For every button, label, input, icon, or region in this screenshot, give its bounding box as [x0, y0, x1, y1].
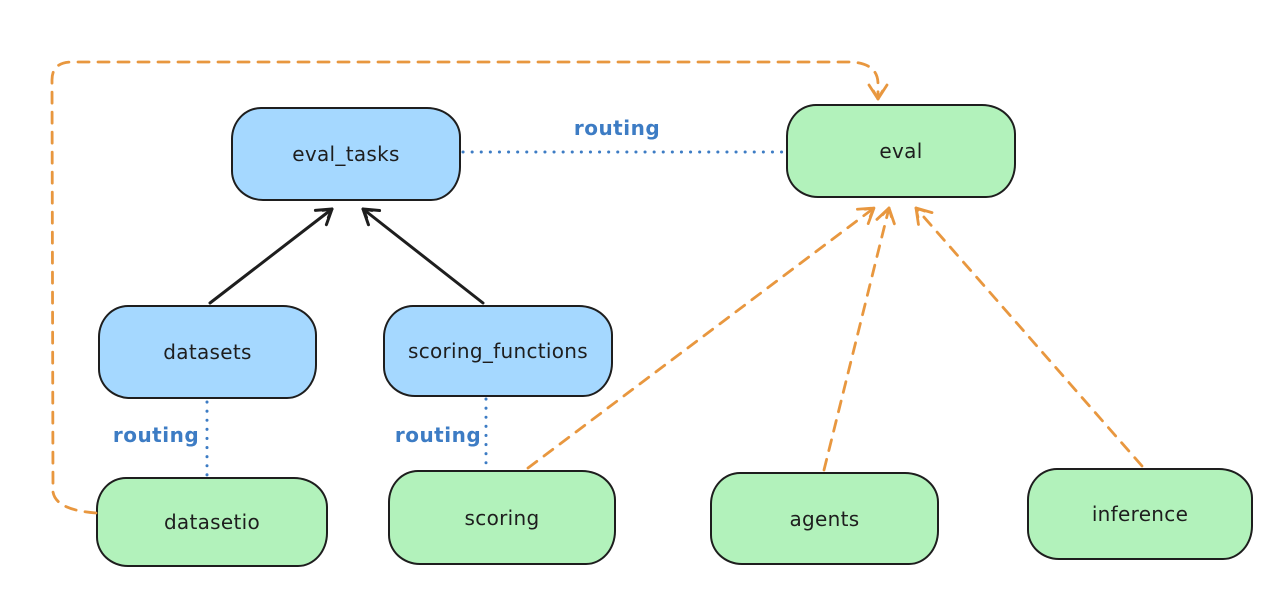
routing-label-eval-tasks-eval: routing — [573, 116, 661, 140]
edge-scoring-functions-to-eval-tasks — [361, 207, 485, 305]
node-agents: agents — [710, 472, 939, 565]
node-eval-tasks-label: eval_tasks — [292, 142, 400, 166]
node-datasets: datasets — [98, 305, 317, 399]
node-scoring-functions-label: scoring_functions — [407, 339, 589, 363]
node-agents-label: agents — [789, 506, 860, 531]
node-datasets-label: datasets — [163, 340, 252, 364]
node-inference-label: inference — [1091, 502, 1189, 526]
node-datasetio: datasetio — [96, 477, 328, 567]
edge-agents-to-eval — [822, 206, 896, 472]
node-datasetio-label: datasetio — [163, 510, 261, 534]
edge-inference-to-eval — [914, 206, 1144, 468]
node-scoring-functions: scoring_functions — [383, 305, 613, 397]
routing-label-scoring-functions-scoring: routing — [394, 423, 482, 447]
node-eval-label: eval — [879, 139, 923, 163]
routing-label-datasets-datasetio: routing — [112, 423, 200, 447]
node-inference: inference — [1027, 468, 1253, 560]
node-scoring-label: scoring — [464, 505, 540, 530]
node-eval: eval — [786, 104, 1016, 198]
node-scoring: scoring — [388, 470, 616, 565]
node-eval-tasks: eval_tasks — [231, 107, 461, 201]
edge-datasets-to-eval-tasks — [208, 207, 334, 305]
